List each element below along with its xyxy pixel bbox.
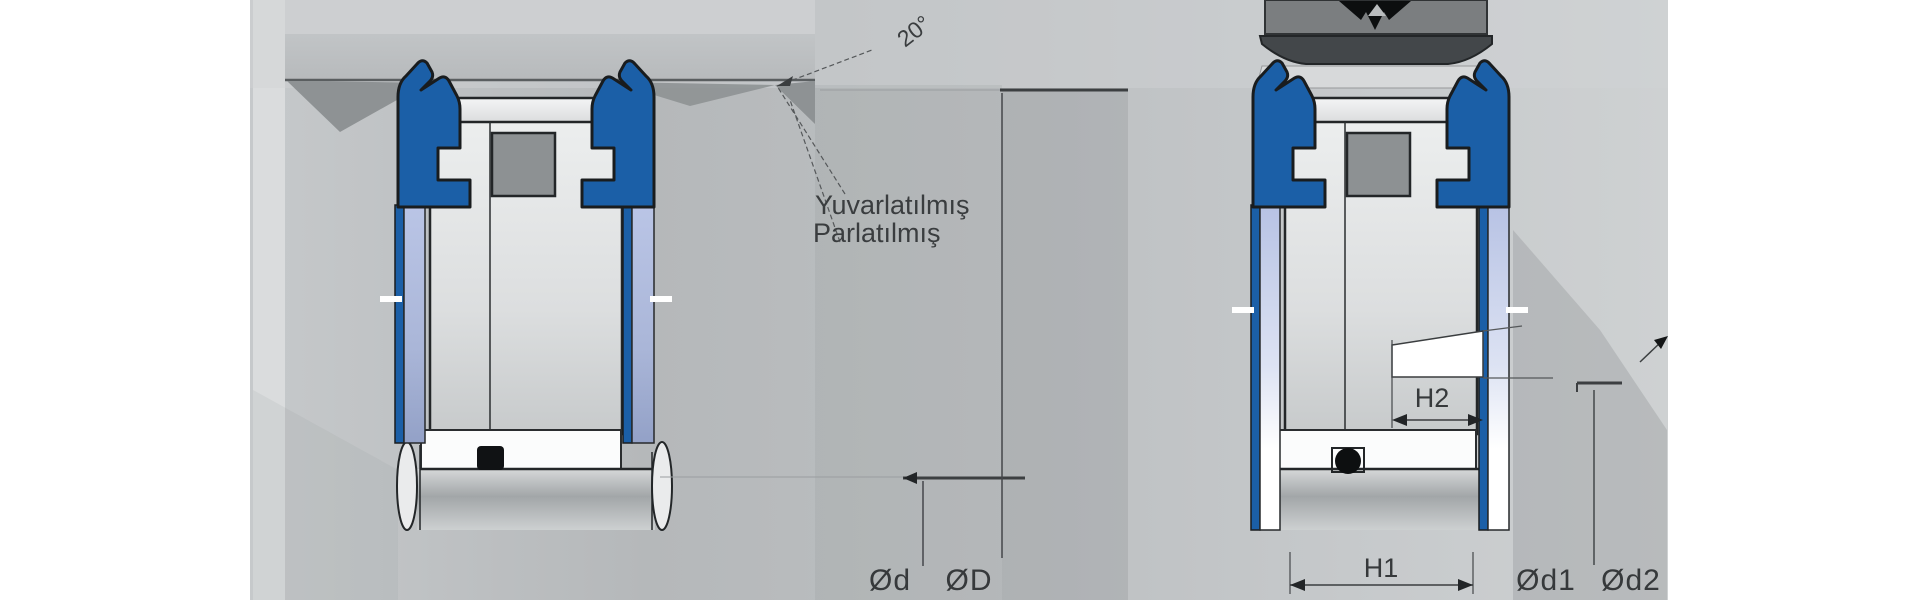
left-light-strip <box>253 0 285 600</box>
dim-label-d2: Ød2 <box>1601 564 1661 597</box>
oring-compressed <box>477 446 504 470</box>
leader-rounded <box>776 85 846 195</box>
diameter-witness-right <box>650 296 672 302</box>
piston-flange <box>1258 469 1504 530</box>
backup-ring-left <box>403 204 426 444</box>
piston-lower-land <box>420 429 622 470</box>
shadow-band-3 <box>1513 230 1667 600</box>
shadow-band-4 <box>253 390 398 600</box>
groove-core-block <box>490 131 557 198</box>
piston-lower-land <box>1275 429 1477 470</box>
dim-label-h1: H1 <box>1364 553 1399 583</box>
dim-label-d1: Ød1 <box>1516 564 1576 597</box>
h1-dimension: H1 <box>1289 552 1474 594</box>
piston-crown <box>1308 96 1454 126</box>
bore-chamfer-shadow-right <box>775 81 815 124</box>
dim-label-h2: H2 <box>1415 383 1450 413</box>
h1-arrow-left <box>1290 579 1305 591</box>
diameter-witness-left <box>380 296 402 302</box>
backup-ring-right <box>631 204 655 444</box>
leader-angle <box>776 49 873 87</box>
dim-label-bore-diameter: ØD <box>946 564 993 597</box>
d2-leader-arrow <box>1654 336 1668 349</box>
right-figure-groove-view: H2 H1 Ød1 Ød2 <box>1232 0 1668 597</box>
diameter-witness-left <box>1232 307 1254 313</box>
shadow-band-2 <box>1002 90 1128 600</box>
left-figure-installed-view: Ød ØD 20° Yuvarlatılmış Parlatılmış <box>285 0 1128 597</box>
left-figure-dimensions: Ød ØD <box>660 88 1128 597</box>
rod-break-ellipse-right <box>651 441 673 531</box>
dim-label-shaft-diameter: Ød <box>869 564 911 597</box>
shaft-leader-arrow <box>903 472 917 484</box>
seal-lip-right <box>1435 59 1511 209</box>
seal-edge-strip-left <box>1250 204 1261 531</box>
rod-break-ellipse-left <box>396 441 418 531</box>
h2-arrow-left <box>1392 414 1407 426</box>
backup-ring-left <box>1259 204 1281 531</box>
press-shoe <box>1258 35 1493 65</box>
shadow-band-1 <box>815 85 1002 600</box>
seal-lip-left <box>1251 59 1327 209</box>
piston-body <box>428 120 624 436</box>
leader-polished <box>789 99 841 243</box>
oring-round <box>1335 448 1361 474</box>
angle-arrowhead <box>777 76 793 86</box>
h1-arrow-right <box>1458 579 1473 591</box>
seal-edge-strip-right <box>622 204 633 444</box>
cylinder-housing-top <box>285 0 815 34</box>
diameter-witness-right <box>1506 307 1528 313</box>
seal-lip-left <box>396 59 472 209</box>
h2-arrow-right <box>1468 414 1483 426</box>
rod-section <box>417 469 655 530</box>
seal-edge-strip-left <box>394 204 405 444</box>
groove-core-block <box>1345 131 1412 198</box>
h2-extension-top <box>1482 325 1523 332</box>
note-rounded: Yuvarlatılmış <box>815 190 970 220</box>
press-arrow-notch-icon <box>1368 4 1386 16</box>
seal-lip-right <box>580 59 656 209</box>
groove-diameter-dimensions: Ød1 Ød2 <box>1516 336 1668 597</box>
note-polished: Parlatılmış <box>813 218 941 248</box>
piston-crown <box>453 96 599 126</box>
backup-ring-right <box>1487 204 1510 531</box>
h2-dimension: H2 <box>1391 325 1553 428</box>
